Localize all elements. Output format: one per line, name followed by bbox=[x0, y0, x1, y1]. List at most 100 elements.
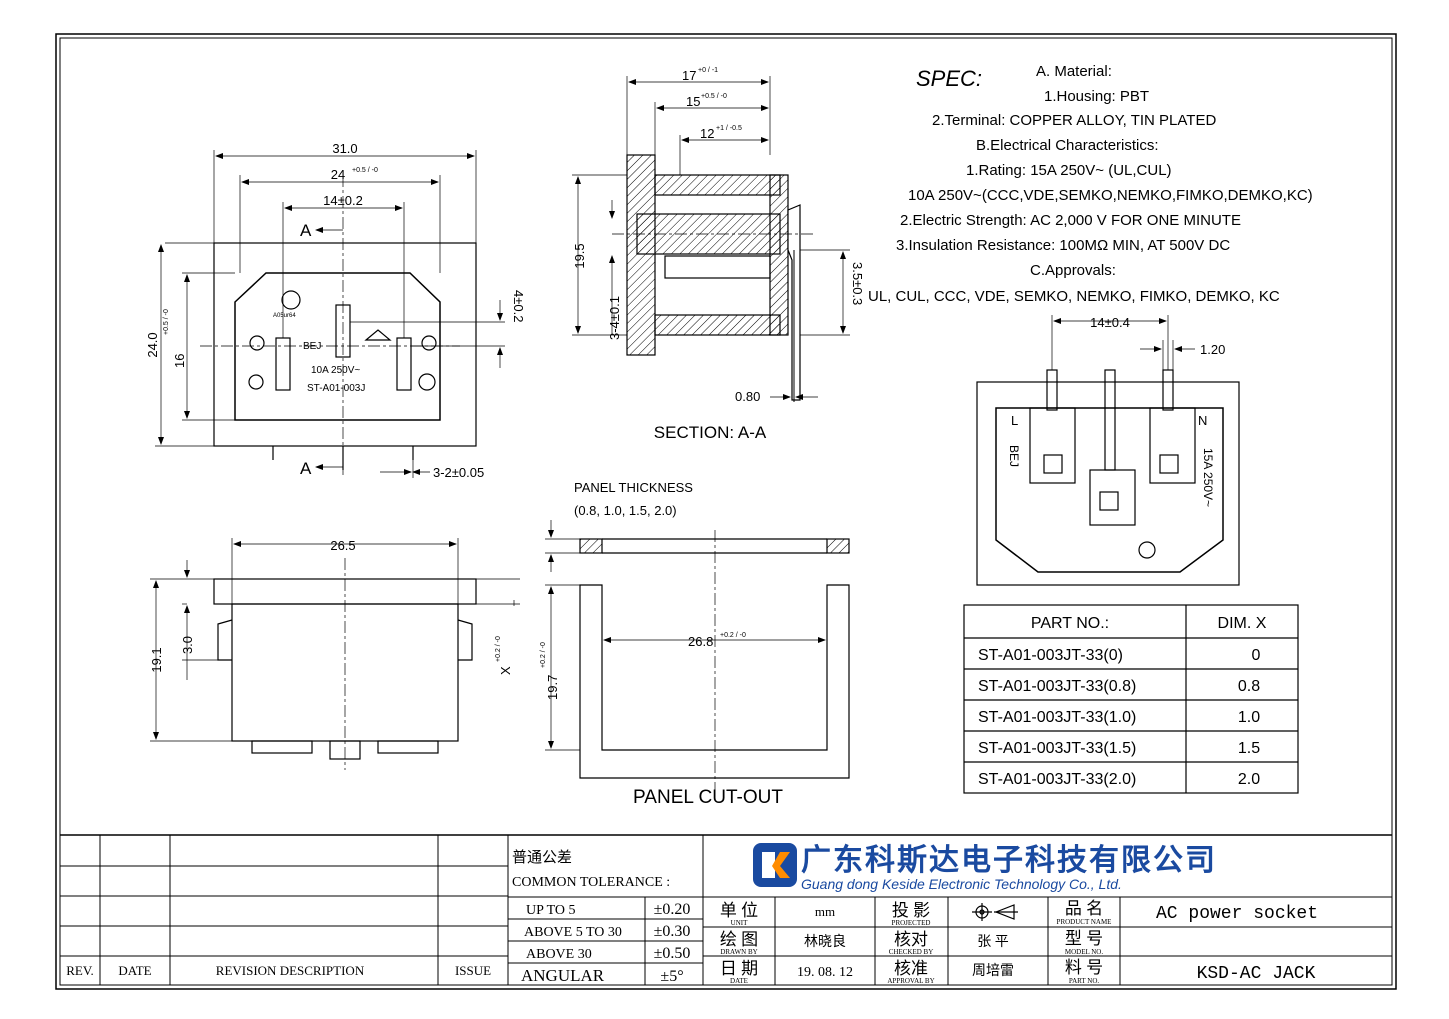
projection-symbol-icon bbox=[972, 903, 1018, 921]
spec-line-1: 1.Housing: PBT bbox=[1044, 88, 1149, 105]
table-header-part: PART NO.: bbox=[1031, 615, 1109, 632]
panel-thickness-values: (0.8, 1.0, 1.5, 2.0) bbox=[574, 503, 677, 518]
dim-16: 16 bbox=[172, 354, 187, 368]
spec-line-0: A. Material: bbox=[1036, 63, 1112, 80]
projected-en: PROJECTED bbox=[892, 919, 931, 927]
dim-3-0: 3.0 bbox=[180, 636, 195, 654]
spec-line-5: 10A 250V~(CCC,VDE,SEMKO,NEMKO,FIMKO,DEMK… bbox=[908, 187, 1313, 204]
tolerance-row-3-range: ANGULAR bbox=[521, 966, 605, 985]
tolerance-row-3-value: ±5° bbox=[660, 968, 683, 985]
tolerance-row-1-value: ±0.30 bbox=[654, 923, 691, 940]
dim-26-8: 26.8 bbox=[688, 634, 713, 649]
table-row-1-dim: 0.8 bbox=[1238, 678, 1260, 695]
date-value: 19. 08. 12 bbox=[797, 965, 853, 980]
title-block: REV. DATE REVISION DESCRIPTION ISSUE 普通公… bbox=[60, 834, 1392, 985]
table-row-0-dim: 0 bbox=[1252, 647, 1261, 664]
outer-frame bbox=[55, 33, 1397, 990]
dim-17-tol: +0 / -1 bbox=[698, 67, 718, 74]
dim-12: 12 bbox=[700, 126, 714, 141]
rear-dim-14: 14±0.4 bbox=[1090, 315, 1130, 330]
dim-26-5: 26.5 bbox=[330, 538, 355, 553]
drawn-en: DRAWN BY bbox=[720, 948, 757, 956]
spec-line-4: 1.Rating: 15A 250V~ (UL,CUL) bbox=[966, 162, 1172, 179]
dim-15-tol: +0.5 / -0 bbox=[701, 93, 727, 100]
rear-dim-1-20: 1.20 bbox=[1200, 342, 1225, 357]
spec-line-7: 3.Insulation Resistance: 100MΩ MIN, AT 5… bbox=[896, 237, 1230, 254]
dim-24-vertical: 24.0 bbox=[145, 332, 160, 357]
rev-header-date: DATE bbox=[118, 963, 151, 978]
company-name-en: Guang dong Keside Electronic Technology … bbox=[801, 876, 1122, 892]
dim-4: 4±0.2 bbox=[511, 290, 526, 322]
dim-17: 17 bbox=[682, 68, 696, 83]
panel-thickness-label: PANEL THICKNESS bbox=[574, 480, 693, 495]
dim-x: X bbox=[498, 666, 513, 675]
section-mark-top: A bbox=[300, 221, 312, 240]
body-text-rating: 10A 250V~ bbox=[311, 365, 360, 376]
checked-en: CHECKED BY bbox=[889, 948, 934, 956]
approval-cn: 核准 bbox=[894, 959, 928, 978]
rear-pin-l: L bbox=[1011, 413, 1018, 428]
date-en: DATE bbox=[730, 977, 748, 985]
section-mark-bottom: A bbox=[300, 459, 312, 478]
rear-text-bej: BEJ bbox=[1007, 445, 1021, 467]
panel-cutout-view bbox=[545, 520, 850, 790]
spec-line-3: B.Electrical Characteristics: bbox=[976, 137, 1159, 154]
table-row-3-dim: 1.5 bbox=[1238, 740, 1260, 757]
tolerance-row-2-range: ABOVE 30 bbox=[526, 947, 592, 962]
model-cn: 型 号 bbox=[1065, 929, 1103, 948]
body-text-bej: BEJ bbox=[303, 341, 321, 352]
product-name-cn: 品 名 bbox=[1065, 899, 1103, 918]
checked-cn: 核对 bbox=[894, 930, 928, 949]
rear-text-rating: 15A 250V~ bbox=[1201, 448, 1215, 507]
panel-cutout-labels: PANEL THICKNESS (0.8, 1.0, 1.5, 2.0) 26.… bbox=[540, 480, 783, 808]
table-row-2-part: ST-A01-003JT-33(1.0) bbox=[978, 709, 1136, 726]
cert-text: A05ur64 bbox=[273, 313, 296, 319]
dim-3-4: 3-4±0.1 bbox=[607, 296, 622, 340]
spec-heading: SPEC: bbox=[916, 66, 982, 91]
bottom-view-labels: 26.5 19.1 3.0 X +0.2 / -0 bbox=[149, 538, 513, 675]
approval-value: 周培雷 bbox=[972, 963, 1014, 979]
dim-14: 14±0.2 bbox=[323, 193, 363, 208]
spec-line-6: 2.Electric Strength: AC 2,000 V FOR ONE … bbox=[900, 212, 1241, 229]
tolerance-title-cn: 普通公差 bbox=[512, 849, 572, 866]
part-en: PART NO. bbox=[1069, 977, 1100, 985]
front-view-labels: 31.0 24 +0.5 / -0 14±0.2 A A 4±0.2 24.0 … bbox=[145, 141, 526, 480]
dim-x-tol: +0.2 / -0 bbox=[495, 636, 502, 662]
drawn-value: 林晓良 bbox=[804, 934, 846, 950]
panel-cutout-title: PANEL CUT-OUT bbox=[633, 787, 783, 808]
table-row-2-dim: 1.0 bbox=[1238, 709, 1260, 726]
dim-0-80: 0.80 bbox=[735, 389, 760, 404]
rear-pin-n: N bbox=[1198, 413, 1207, 428]
tolerance-row-0-value: ±0.20 bbox=[654, 901, 691, 918]
model-en: MODEL NO. bbox=[1065, 948, 1103, 956]
dim-3-5: 3.5±0.3 bbox=[850, 262, 865, 305]
unit-value: mm bbox=[815, 904, 835, 919]
part-value: KSD-AC JACK bbox=[1197, 964, 1316, 984]
rear-view bbox=[976, 315, 1240, 586]
spec-line-8: C.Approvals: bbox=[1030, 262, 1116, 279]
section-view-labels: SECTION: A-A 17 +0 / -1 15 +0.5 / -0 12 … bbox=[572, 67, 865, 442]
dim-3-2: 3-2±0.05 bbox=[433, 465, 484, 480]
projected-cn: 投 影 bbox=[892, 901, 930, 920]
dim-24-tol: +0.5 / -0 bbox=[352, 167, 378, 174]
spec-line-9: UL, CUL, CCC, VDE, SEMKO, NEMKO, FIMKO, … bbox=[868, 288, 1280, 305]
company-name-cn: 广东科斯达电子科技有限公司 bbox=[801, 843, 1217, 877]
rev-header-description: REVISION DESCRIPTION bbox=[216, 963, 365, 978]
table-row-3-part: ST-A01-003JT-33(1.5) bbox=[978, 740, 1136, 757]
dim-24: 24 bbox=[331, 167, 345, 182]
tolerance-title-en: COMMON TOLERANCE : bbox=[512, 875, 670, 890]
product-name-en: PRODUCT NAME bbox=[1057, 918, 1112, 926]
dim-12-tol: +1 / -0.5 bbox=[716, 125, 742, 132]
rev-header-issue: ISSUE bbox=[455, 963, 491, 978]
part-number-table: PART NO.: DIM. X ST-A01-003JT-33(0) 0 ST… bbox=[963, 604, 1299, 794]
dim-19-1: 19.1 bbox=[149, 647, 164, 672]
dim-31: 31.0 bbox=[332, 141, 357, 156]
table-row-1-part: ST-A01-003JT-33(0.8) bbox=[978, 678, 1136, 695]
checked-value: 张 平 bbox=[977, 934, 1009, 950]
dim-26-8-tol: +0.2 / -0 bbox=[720, 632, 746, 639]
section-title: SECTION: A-A bbox=[654, 423, 767, 442]
dim-15: 15 bbox=[686, 94, 700, 109]
approval-en: APPROVAL BY bbox=[887, 977, 934, 985]
dim-19-5: 19.5 bbox=[572, 243, 587, 268]
